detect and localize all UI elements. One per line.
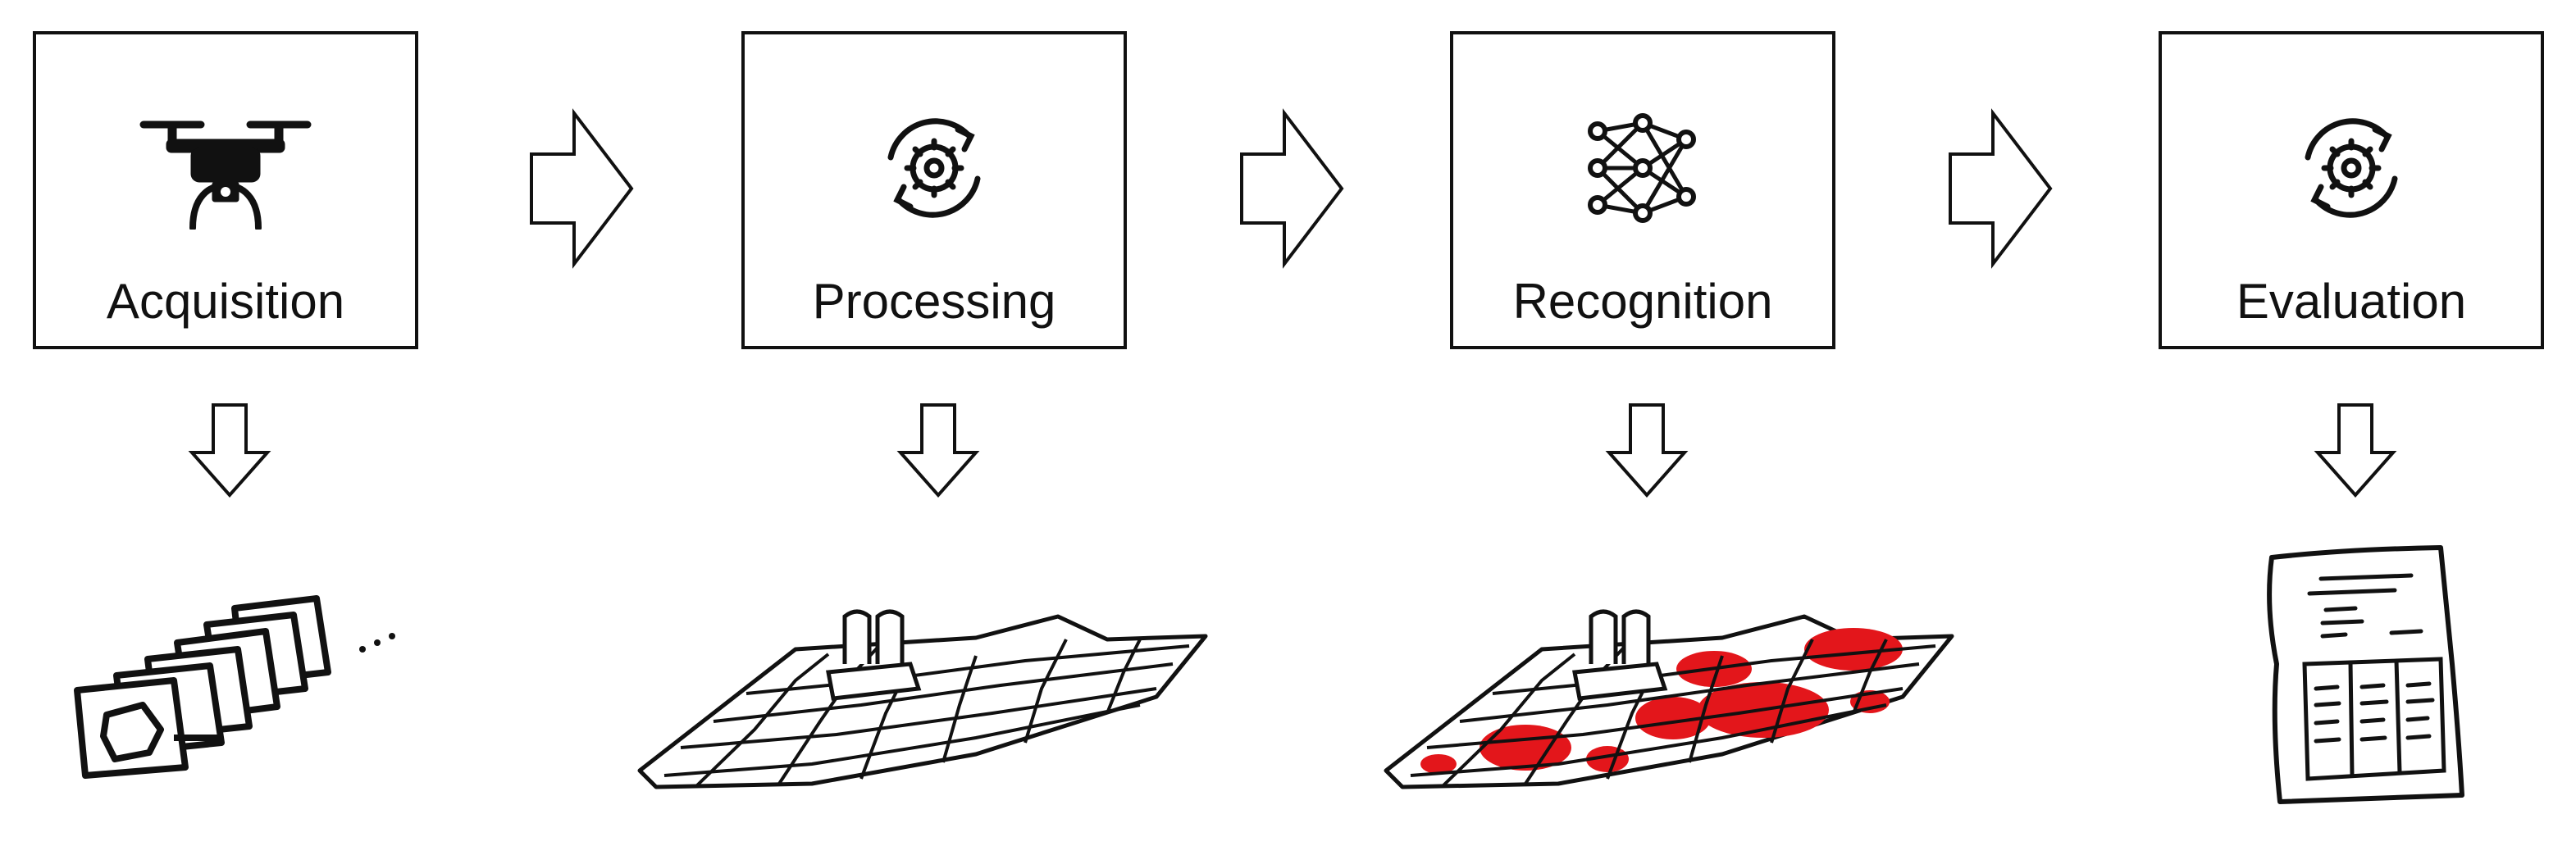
image-stack-illustration bbox=[74, 595, 395, 779]
step-label: Recognition bbox=[1512, 274, 1773, 329]
step-box-acquisition: Acquisition bbox=[33, 31, 418, 349]
step-label: Acquisition bbox=[106, 274, 345, 329]
down-arrow-2 bbox=[896, 403, 980, 498]
right-arrow-2 bbox=[1240, 108, 1344, 269]
down-arrow-1 bbox=[188, 403, 271, 498]
neural-network-icon bbox=[1588, 113, 1696, 223]
gear-cycle-icon bbox=[887, 118, 981, 218]
drone-icon bbox=[139, 121, 312, 230]
right-arrow-3 bbox=[1949, 108, 2053, 269]
report-document-illustration bbox=[2267, 545, 2464, 804]
down-arrow-4 bbox=[2314, 403, 2397, 498]
step-label: Processing bbox=[812, 274, 1056, 329]
surface-mesh-highlighted-illustration bbox=[1384, 609, 1954, 789]
down-arrow-3 bbox=[1605, 403, 1689, 498]
step-box-evaluation: Evaluation bbox=[2159, 31, 2544, 349]
right-arrow-1 bbox=[530, 108, 634, 269]
surface-mesh-illustration bbox=[637, 609, 1208, 789]
step-box-processing: Processing bbox=[741, 31, 1127, 349]
step-label: Evaluation bbox=[2236, 274, 2467, 329]
gear-cycle-icon bbox=[2305, 118, 2398, 218]
step-box-recognition: Recognition bbox=[1450, 31, 1835, 349]
